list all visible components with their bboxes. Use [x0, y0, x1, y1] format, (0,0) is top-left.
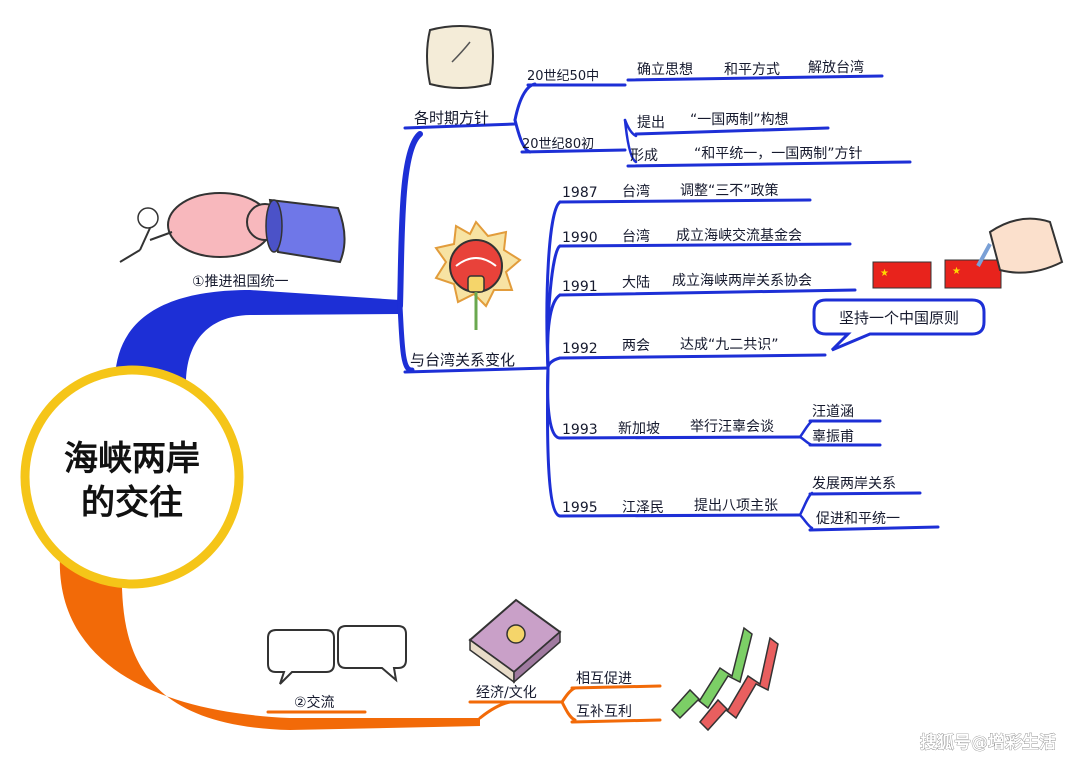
chat-bubbles-illustration: [267, 625, 407, 685]
center-title-line-2: 的交往: [81, 483, 183, 523]
knot-emblem-illustration: [434, 220, 522, 330]
event-year: 1995: [562, 500, 598, 516]
hand-flags-illustration: ★ ★: [872, 217, 1064, 289]
event-sub-1: 发展两岸关系: [812, 476, 896, 492]
exchange-item-2: 互补互利: [576, 704, 632, 720]
relations-node-label: 与台湾关系变化: [410, 351, 515, 369]
period-2-item-3: 形成: [630, 148, 658, 164]
event-1987: 1987 台湾 调整“三不”政策: [562, 182, 779, 201]
event-actor: 大陆: [622, 275, 650, 291]
event-sub-1: 汪道涵: [812, 404, 854, 420]
event-year: 1993: [562, 422, 598, 438]
period-2-label: 20世纪80初: [522, 137, 594, 152]
center-title-line-1: 海峡两岸: [64, 439, 200, 479]
blue-connectors: [397, 82, 814, 530]
event-1995: 1995 江泽民 提出八项主张 发展两岸关系 促进和平统一: [562, 476, 900, 527]
event-actor: 江泽民: [622, 500, 664, 516]
period-1-item-2: 和平方式: [724, 62, 780, 78]
center-node: [20, 365, 244, 589]
underlines: [403, 74, 940, 532]
event-actor: 台湾: [622, 183, 650, 200]
event-action: 成立海峡交流基金会: [676, 227, 802, 244]
orange-connectors: [266, 684, 662, 724]
rising-arrows-illustration: [670, 626, 779, 732]
branch-1-label: ①推进祖国统一: [192, 274, 289, 290]
exchange-sub-label: 经济/文化: [476, 685, 537, 701]
period-1-item-3: 解放台湾: [808, 59, 864, 76]
period-2-item-1: 提出: [637, 115, 665, 131]
period-1-item-1: 确立思想: [637, 62, 693, 78]
period-2-item-4: “和平统一，一国两制”方针: [694, 146, 863, 162]
event-actor: 两会: [622, 338, 650, 354]
note-bubble: 坚持一个中国原则: [812, 298, 986, 352]
pig-bucket-illustration: [119, 192, 346, 264]
event-1991: 1991 大陆 成立海峡两岸关系协会: [562, 273, 812, 295]
exchange-item-1: 相互促进: [576, 671, 632, 687]
period-1-label: 20世纪50中: [527, 69, 599, 84]
event-actor: 台湾: [622, 228, 650, 245]
period-2-item-2: “一国两制”构想: [690, 112, 789, 128]
note-text: 坚持一个中国原则: [839, 309, 959, 327]
event-action: 提出八项主张: [694, 498, 778, 514]
event-year: 1991: [562, 279, 598, 295]
event-year: 1992: [562, 341, 598, 357]
branch-2-label: ②交流: [294, 694, 335, 711]
book-illustration: [468, 598, 562, 684]
flag-star-icon: ★: [952, 266, 961, 277]
event-action: 成立海峡两岸关系协会: [672, 273, 812, 289]
policy-node-label: 各时期方针: [414, 109, 489, 127]
event-1990: 1990 台湾 成立海峡交流基金会: [562, 227, 802, 246]
event-action: 达成“九二共识”: [680, 337, 779, 353]
event-actor: 新加坡: [618, 421, 660, 437]
pillow-illustration: [426, 25, 494, 89]
branch-1-trunk: [115, 290, 400, 384]
event-action: 调整“三不”政策: [680, 182, 779, 199]
event-sub-2: 促进和平统一: [816, 511, 900, 527]
event-year: 1990: [562, 230, 598, 246]
event-1992: 1992 两会 达成“九二共识”: [562, 337, 779, 357]
event-action: 举行汪辜会谈: [690, 419, 774, 435]
event-1993: 1993 新加坡 举行汪辜会谈 汪道涵 辜振甫: [562, 404, 854, 445]
watermark-text: 搜狐号@增彩生活: [920, 732, 1056, 753]
flag-star-icon: ★: [880, 268, 889, 279]
event-year: 1987: [562, 185, 598, 201]
event-sub-2: 辜振甫: [812, 429, 854, 445]
